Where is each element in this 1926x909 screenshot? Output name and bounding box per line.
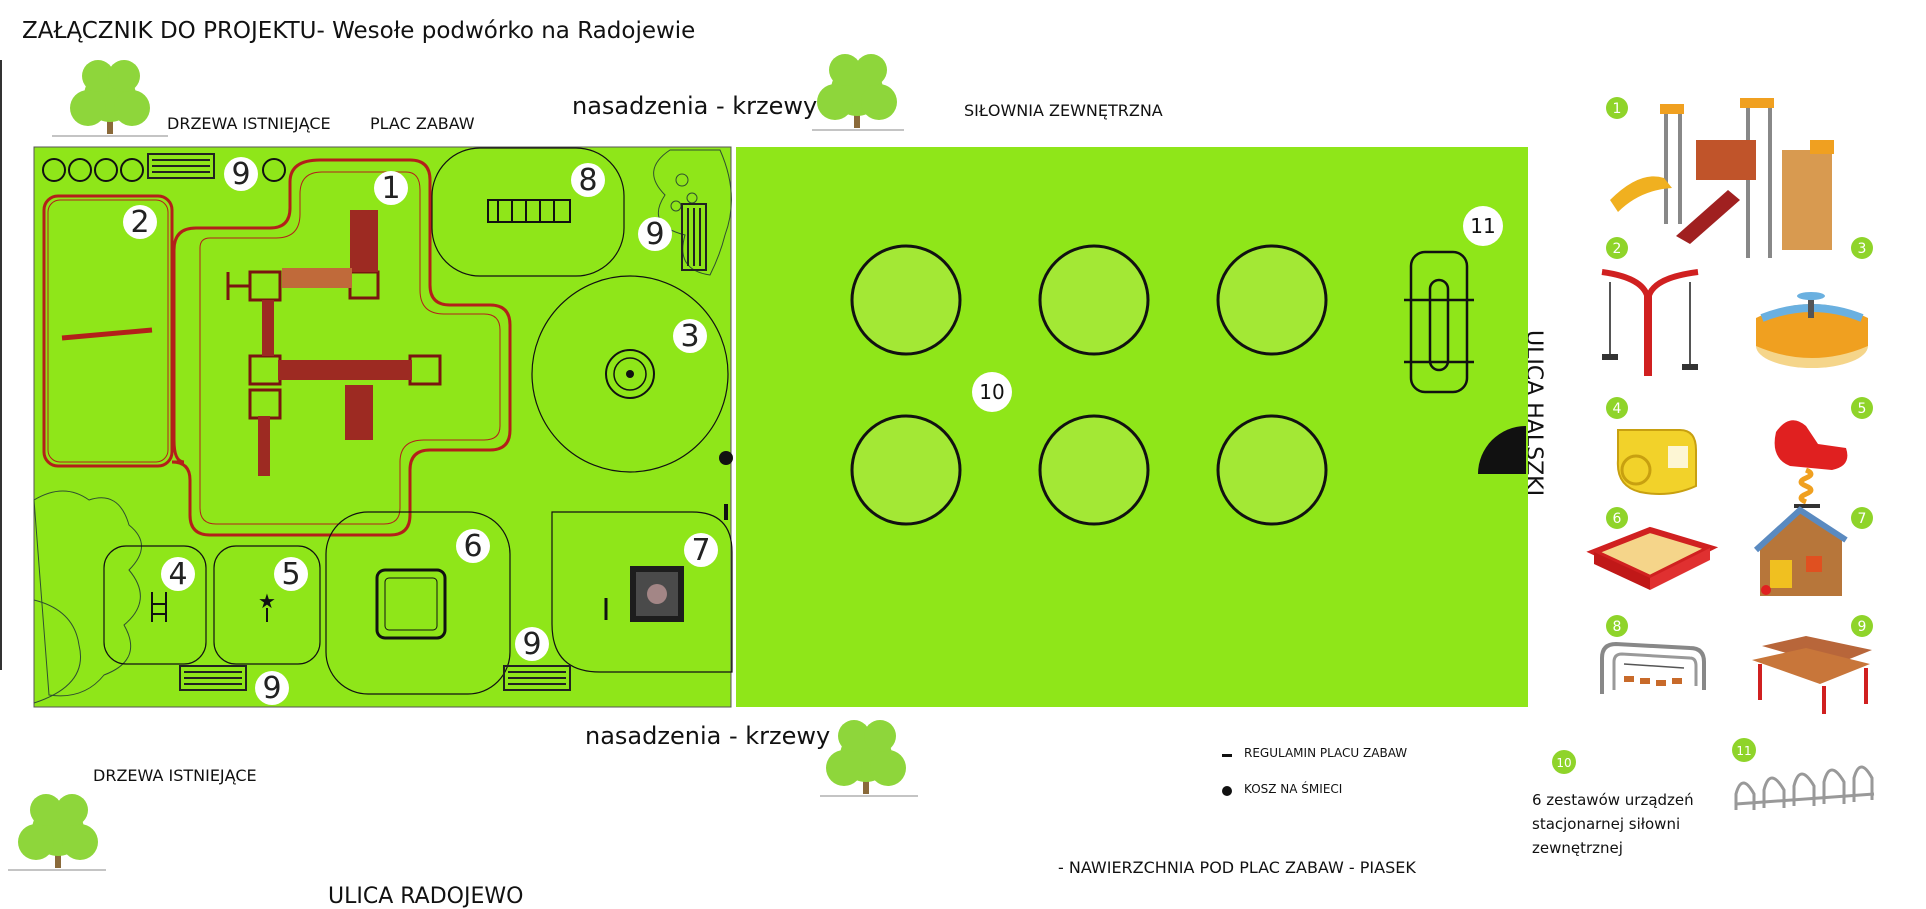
label-shrubs-bottom: nasadzenia - krzewy — [585, 722, 831, 750]
marker-9-bottom-right: 9 — [522, 627, 541, 662]
label-surface-sand: - NAWIERZCHNIA POD PLAC ZABAW - PIASEK — [1058, 858, 1416, 877]
legend-bike-rack-icon — [1734, 765, 1875, 810]
marker-2: 2 — [130, 205, 149, 240]
legend-horse-rider-icon — [1774, 420, 1848, 508]
marker-8: 8 — [578, 163, 597, 198]
legend-trash-label: KOSZ NA ŚMIECI — [1244, 782, 1343, 796]
legend-gym-description: 6 zestawów urządzeń stacjonarnej siłowni… — [1532, 791, 1694, 857]
legend-num-8: 8 — [1613, 619, 1622, 635]
marker-10: 10 — [979, 380, 1004, 404]
legend-num-5: 5 — [1858, 401, 1867, 417]
legend-num-3: 3 — [1858, 241, 1867, 257]
page-title: ZAŁĄCZNIK DO PROJEKTU- Wesołe podwórko n… — [22, 18, 696, 44]
bike-rack-icon — [1404, 250, 1474, 394]
regulations-board-icon — [724, 504, 728, 520]
label-shrubs-top: nasadzenia - krzewy — [572, 92, 818, 120]
legend-sandbox-icon — [1586, 526, 1719, 590]
label-playground: PLAC ZABAW — [370, 114, 475, 133]
legend-regulations-label: REGULAMIN PLACU ZABAW — [1244, 746, 1408, 760]
label-outdoor-gym: SIŁOWNIA ZEWNĘTRZNA — [964, 101, 1163, 120]
legend-num-4: 4 — [1613, 401, 1622, 417]
legend-carriage-rider-icon — [1616, 429, 1697, 495]
legend-play-structure-icon — [1610, 98, 1834, 258]
legend-num-7: 7 — [1858, 511, 1867, 527]
legend-num-9: 9 — [1858, 619, 1867, 635]
marker-9-bottom-left: 9 — [262, 671, 281, 706]
equipment-legend: 1 2 3 4 5 6 7 8 9 10 11 — [1552, 97, 1875, 810]
legend-bench-icon — [1752, 636, 1872, 714]
legend-num-2: 2 — [1613, 241, 1622, 257]
playground-area: ★ — [33, 146, 733, 708]
trash-bin-icon — [719, 451, 733, 465]
marker-11: 11 — [1470, 214, 1495, 238]
tree-top-left-icon — [52, 60, 168, 137]
legend-regulations-icon — [1222, 754, 1232, 757]
svg-text:★: ★ — [258, 589, 276, 613]
legend-carousel-icon — [1756, 292, 1868, 368]
legend-num-1: 1 — [1613, 101, 1622, 117]
marker-5: 5 — [281, 557, 300, 592]
legend-balance-bridge-icon — [1600, 641, 1706, 694]
legend-num-11: 11 — [1736, 744, 1751, 758]
legend-play-house-icon — [1753, 506, 1848, 596]
tree-bottom-center-icon — [820, 720, 918, 797]
tree-bottom-left-icon — [8, 794, 106, 871]
outdoor-gym-area — [734, 147, 1528, 707]
legend-trash-icon — [1222, 786, 1232, 796]
label-existing-trees-top: DRZEWA ISTNIEJĄCE — [167, 114, 331, 133]
legend-swing-icon — [1601, 269, 1699, 376]
marker-6: 6 — [463, 529, 482, 564]
label-existing-trees-bottom: DRZEWA ISTNIEJĄCE — [93, 766, 257, 785]
marker-3: 3 — [680, 319, 699, 354]
marker-9-top: 9 — [231, 157, 250, 192]
marker-9-right: 9 — [645, 217, 664, 252]
marker-1: 1 — [381, 171, 400, 206]
marker-4: 4 — [168, 557, 187, 592]
legend-num-6: 6 — [1613, 511, 1622, 527]
marker-7: 7 — [691, 533, 710, 568]
legend-num-10: 10 — [1556, 756, 1571, 770]
tree-top-center-icon — [812, 54, 904, 131]
